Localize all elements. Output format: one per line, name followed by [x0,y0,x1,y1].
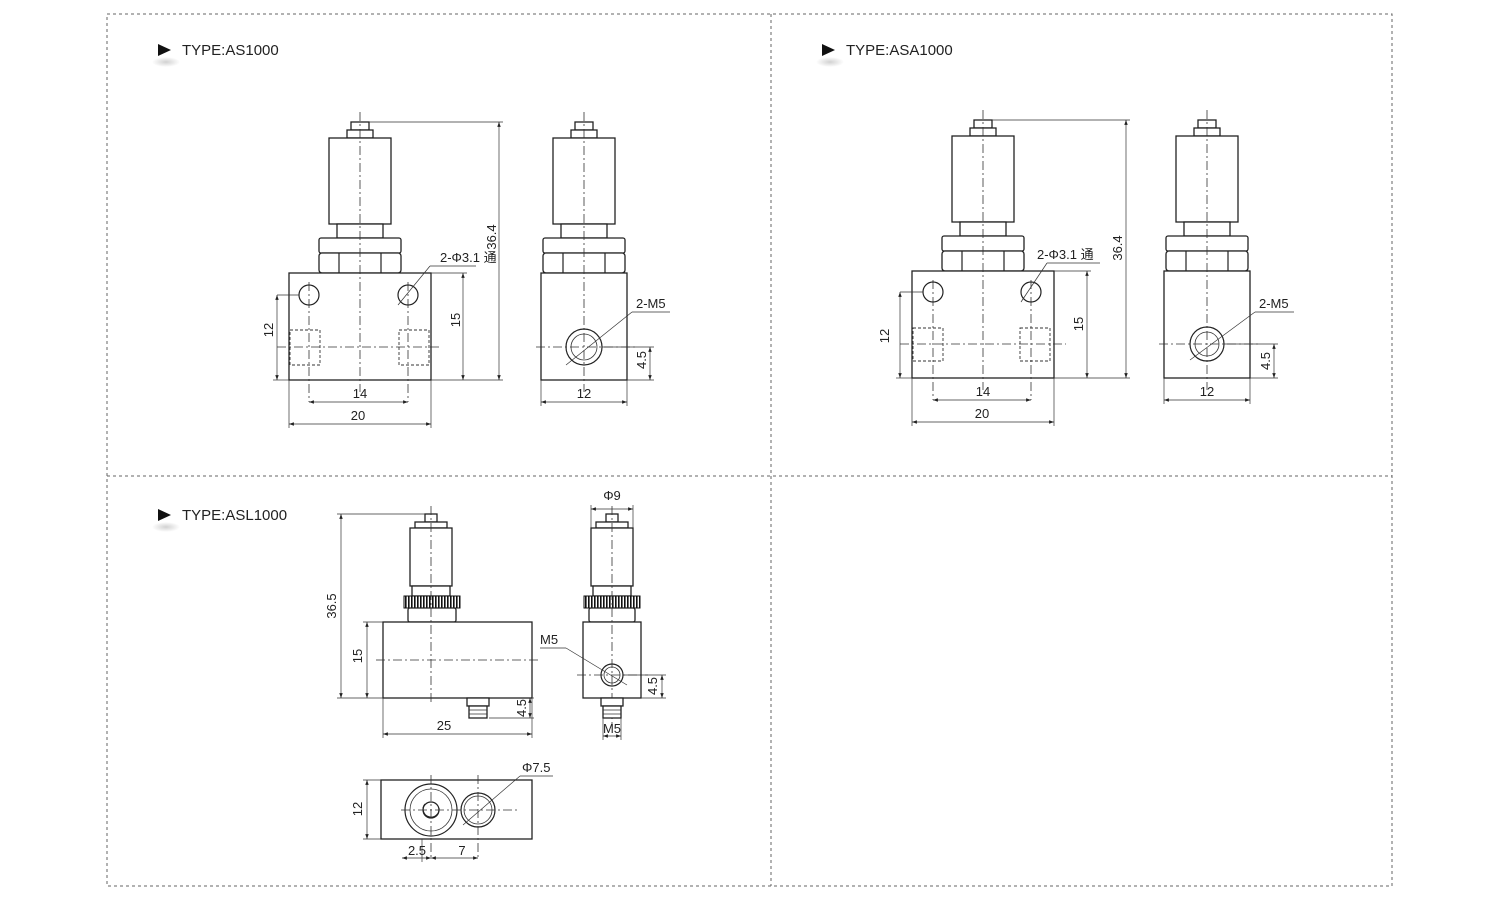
dim-side-port-offset: 4.5 [634,351,649,369]
front-view-as1000 [277,112,442,402]
type-heading-asl1000: TYPE:ASL1000 [152,507,287,532]
dim-offset-b: 7 [458,843,465,858]
dimensions-front-as1000: 36.4 15 12 14 20 2-Φ3.1 通 [261,121,503,428]
type-heading-asa1000: TYPE:ASA1000 [816,42,953,67]
dim-side-width: 12 [577,386,591,401]
dim-height: 36.4 [1110,235,1125,260]
front-view-asl1000 [376,506,540,719]
dim-body-height: 15 [350,649,365,663]
panel-as1000: TYPE:AS1000 36.4 [152,42,670,428]
triangle-bullet-icon [822,44,835,56]
side-port-callout: 2-M5 [636,296,666,311]
side-view-as1000 [536,112,636,392]
type-label: TYPE:ASL1000 [182,507,287,524]
front-view-asa1000 [900,110,1066,400]
dim-top-diameter: Φ9 [603,488,621,503]
bottom-port-label: M5 [603,721,621,736]
panel-frames [106,13,1393,887]
top-view-asl1000 [380,775,533,860]
dim-top-height: 12 [350,802,365,816]
through-holes-callout: 2-Φ3.1 通 [1037,247,1094,262]
dim-body-width: 20 [975,406,989,421]
type-label: TYPE:AS1000 [182,42,279,59]
dim-bottom-port-offset: 4.5 [514,699,529,717]
side-port-callout: M5 [540,632,558,647]
dimensions-side-as1000: 2-M5 4.5 12 [540,296,670,406]
side-view-asl1000 [577,506,648,725]
dim-port-height: 12 [261,323,276,337]
dimensions-front-asa1000: 36.4 15 12 14 20 2-Φ3.1 通 [877,119,1130,426]
dim-body-height: 15 [1071,317,1086,331]
dim-port-height: 12 [877,329,892,343]
dim-hole-spacing: 14 [353,386,367,401]
dim-side-port-offset: 4.5 [645,677,660,695]
dim-height: 36.5 [324,593,339,618]
dimensions-top-asl1000: Φ7.5 12 2.5 7 [350,760,553,862]
side-view-asa1000 [1159,110,1259,390]
triangle-bullet-icon [158,44,171,56]
dim-height: 36.4 [484,224,499,249]
dim-body-width: 20 [351,408,365,423]
through-holes-callout: 2-Φ3.1 通 [440,250,497,265]
panel-asa1000: TYPE:ASA1000 36.4 [816,42,1294,426]
dim-hole-spacing: 14 [976,384,990,399]
dimensions-side-asl1000: Φ9 M5 4.5 M5 [540,488,666,740]
dim-offset-a: 2.5 [408,843,426,858]
type-heading-as1000: TYPE:AS1000 [152,42,279,67]
dim-body-height: 15 [448,313,463,327]
dim-side-width: 12 [1200,384,1214,399]
triangle-bullet-icon [158,509,171,521]
side-port-callout: 2-M5 [1259,296,1289,311]
dim-side-port-offset: 4.5 [1258,352,1273,370]
dim-body-width: 25 [437,718,451,733]
panel-asl1000: TYPE:ASL1000 36.5 15 [152,488,666,862]
dimensions-side-asa1000: 2-M5 4.5 12 [1163,296,1294,404]
port-diameter-callout: Φ7.5 [522,760,550,775]
type-label: TYPE:ASA1000 [846,42,953,59]
dimensions-front-asl1000: 36.5 15 4.5 25 [324,513,534,738]
